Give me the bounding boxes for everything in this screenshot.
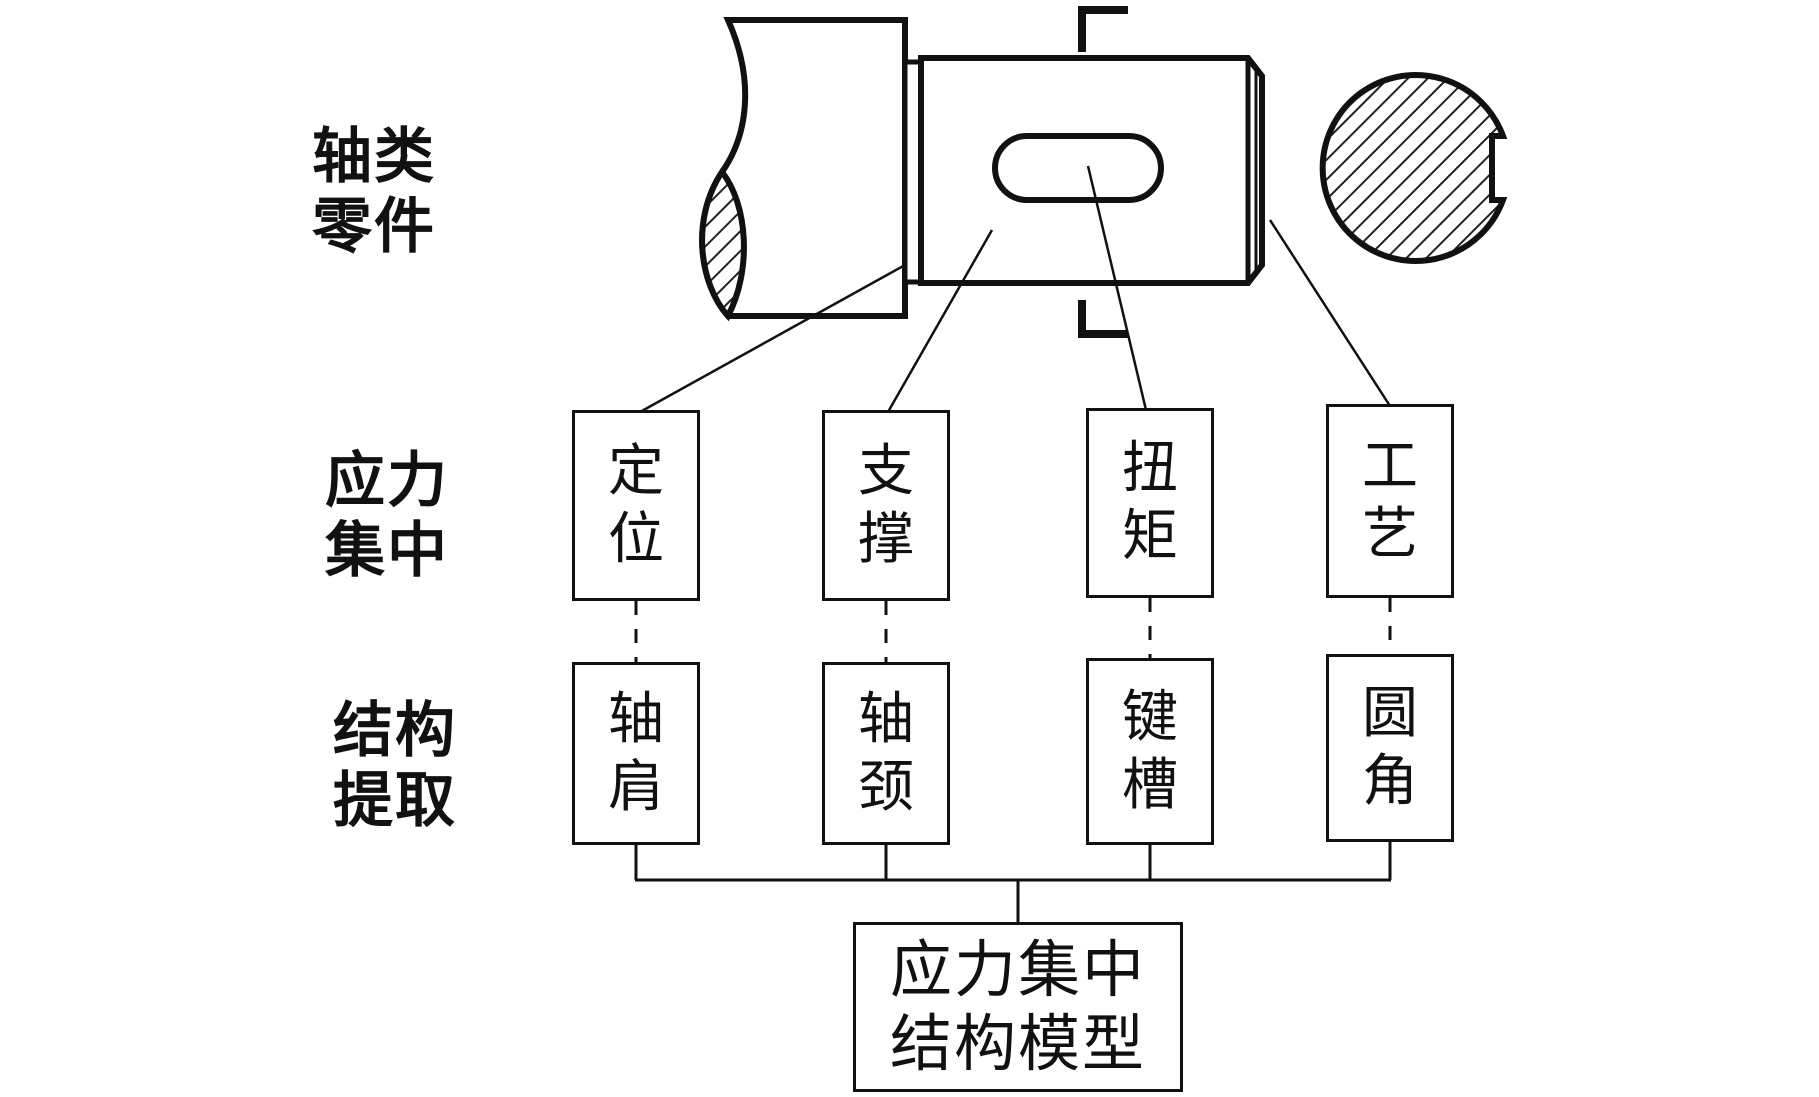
box-text: 扭 xyxy=(1122,436,1178,501)
row-label-structure-extraction: 结构 提取 xyxy=(333,696,457,836)
stress-box-torque: 扭 矩 xyxy=(1086,408,1214,598)
box-text: 肩 xyxy=(608,754,664,820)
structure-box-keyway: 键 槽 xyxy=(1086,658,1214,845)
structure-box-shaft-shoulder: 轴 肩 xyxy=(572,662,700,845)
row-label-line: 轴类 xyxy=(312,122,436,192)
box-text: 位 xyxy=(608,506,664,572)
row-label-line: 应力 xyxy=(325,446,449,516)
row-label-shaft-parts: 轴类 零件 xyxy=(312,122,436,262)
box-text: 圆 xyxy=(1362,681,1418,746)
box-text: 键 xyxy=(1122,684,1178,750)
row-label-line: 结构 xyxy=(333,696,457,766)
row-label-line: 零件 xyxy=(312,192,436,262)
stress-box-positioning: 定 位 xyxy=(572,410,700,601)
box-text: 支 xyxy=(858,438,914,504)
box-text: 工 xyxy=(1362,434,1418,499)
row-label-stress-concentration: 应力 集中 xyxy=(325,446,449,586)
structure-box-shaft-neck: 轴 颈 xyxy=(822,662,950,845)
section-marker-bottom xyxy=(1078,300,1128,338)
box-text: 矩 xyxy=(1122,504,1178,569)
row-label-line: 提取 xyxy=(333,766,457,836)
cross-section-circle xyxy=(1319,72,1508,264)
leader-lines xyxy=(639,165,1392,414)
structure-box-fillet: 圆 角 xyxy=(1326,654,1454,842)
final-model-box: 应力集中 结构模型 xyxy=(853,922,1183,1092)
box-text: 撑 xyxy=(858,506,914,572)
stress-box-support: 支 撑 xyxy=(822,410,950,601)
box-text: 艺 xyxy=(1362,502,1418,567)
box-text: 应力集中 xyxy=(889,933,1146,1006)
box-text: 结构模型 xyxy=(889,1007,1146,1080)
box-text: 槽 xyxy=(1122,752,1178,818)
box-text: 角 xyxy=(1362,749,1418,814)
dashed-connectors xyxy=(634,598,1392,662)
keyway-slot xyxy=(992,133,1164,203)
box-text: 轴 xyxy=(608,686,664,752)
row-label-line: 集中 xyxy=(325,516,449,586)
stress-box-process: 工 艺 xyxy=(1326,404,1454,598)
section-marker-top xyxy=(1078,6,1128,52)
box-text: 轴 xyxy=(858,686,914,752)
merge-connector xyxy=(634,842,1392,922)
box-text: 定 xyxy=(608,438,664,504)
large-shaft-section xyxy=(699,17,908,322)
break-hatch-section xyxy=(699,166,747,322)
box-text: 颈 xyxy=(858,754,914,820)
